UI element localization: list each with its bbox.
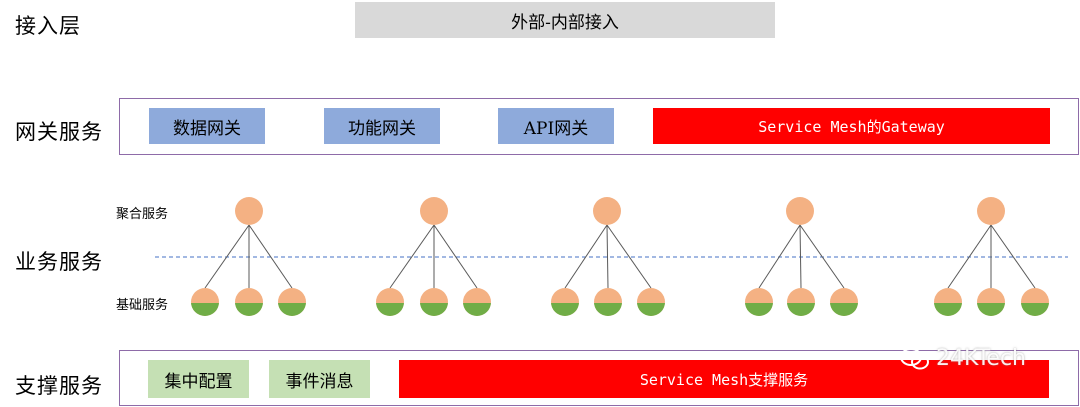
connector-line [433,224,478,289]
base-service-node-fill [376,303,404,316]
connector-line [389,224,435,289]
base-service-node-fill [594,303,622,316]
layer-label-access: 接入层 [15,14,81,38]
support-frame [119,350,1079,406]
base-service-node-fill [463,303,491,316]
connector-line [606,224,609,289]
aggregate-service-node [786,197,814,225]
gateway-item-data: 数据网关 [149,108,265,144]
watermark: 24KTech [900,346,1026,371]
connector-line [564,224,608,289]
support-item-config: 集中配置 [148,360,249,398]
connector-line [204,224,250,289]
base-service-node-fill [420,303,448,316]
base-service-node-fill [1021,303,1049,316]
layer-label-business: 业务服务 [15,250,103,274]
sublabel-aggregate: 聚合服务 [116,207,169,222]
connector-line [248,224,293,289]
base-service-node-fill [235,303,263,316]
aggregate-service-node [977,197,1005,225]
watermark-text: 24KTech [936,346,1026,371]
gateway-item-function: 功能网关 [324,108,440,144]
aggregate-service-node [420,197,448,225]
connector-line [947,224,992,289]
connector-line [758,224,801,289]
wechat-icon [900,347,929,369]
layer-label-support: 支撑服务 [15,374,103,398]
connector-line [799,224,845,289]
base-service-node-fill [830,303,858,316]
gateway-item-api: API网关 [498,108,614,144]
base-service-node-fill [934,303,962,316]
base-service-node-fill [745,303,773,316]
base-service-node-fill [787,303,815,316]
connector-line [799,224,802,289]
aggregate-service-node [593,197,621,225]
base-service-node-fill [191,303,219,316]
support-item-service-mesh: Service Mesh支撑服务 [399,360,1049,398]
base-service-node-fill [637,303,665,316]
base-service-node-fill [551,303,579,316]
connector-line [990,224,1036,289]
base-service-node-fill [278,303,306,316]
layer-label-gateway: 网关服务 [15,120,103,144]
access-box: 外部-内部接入 [355,2,775,38]
gateway-frame [119,98,1079,155]
base-service-node-fill [977,303,1005,316]
gateway-item-service-mesh: Service Mesh的Gateway [653,108,1050,144]
aggregate-service-node [235,197,263,225]
sublabel-base: 基础服务 [116,298,169,313]
connector-line [606,224,652,289]
support-item-events: 事件消息 [269,360,370,398]
